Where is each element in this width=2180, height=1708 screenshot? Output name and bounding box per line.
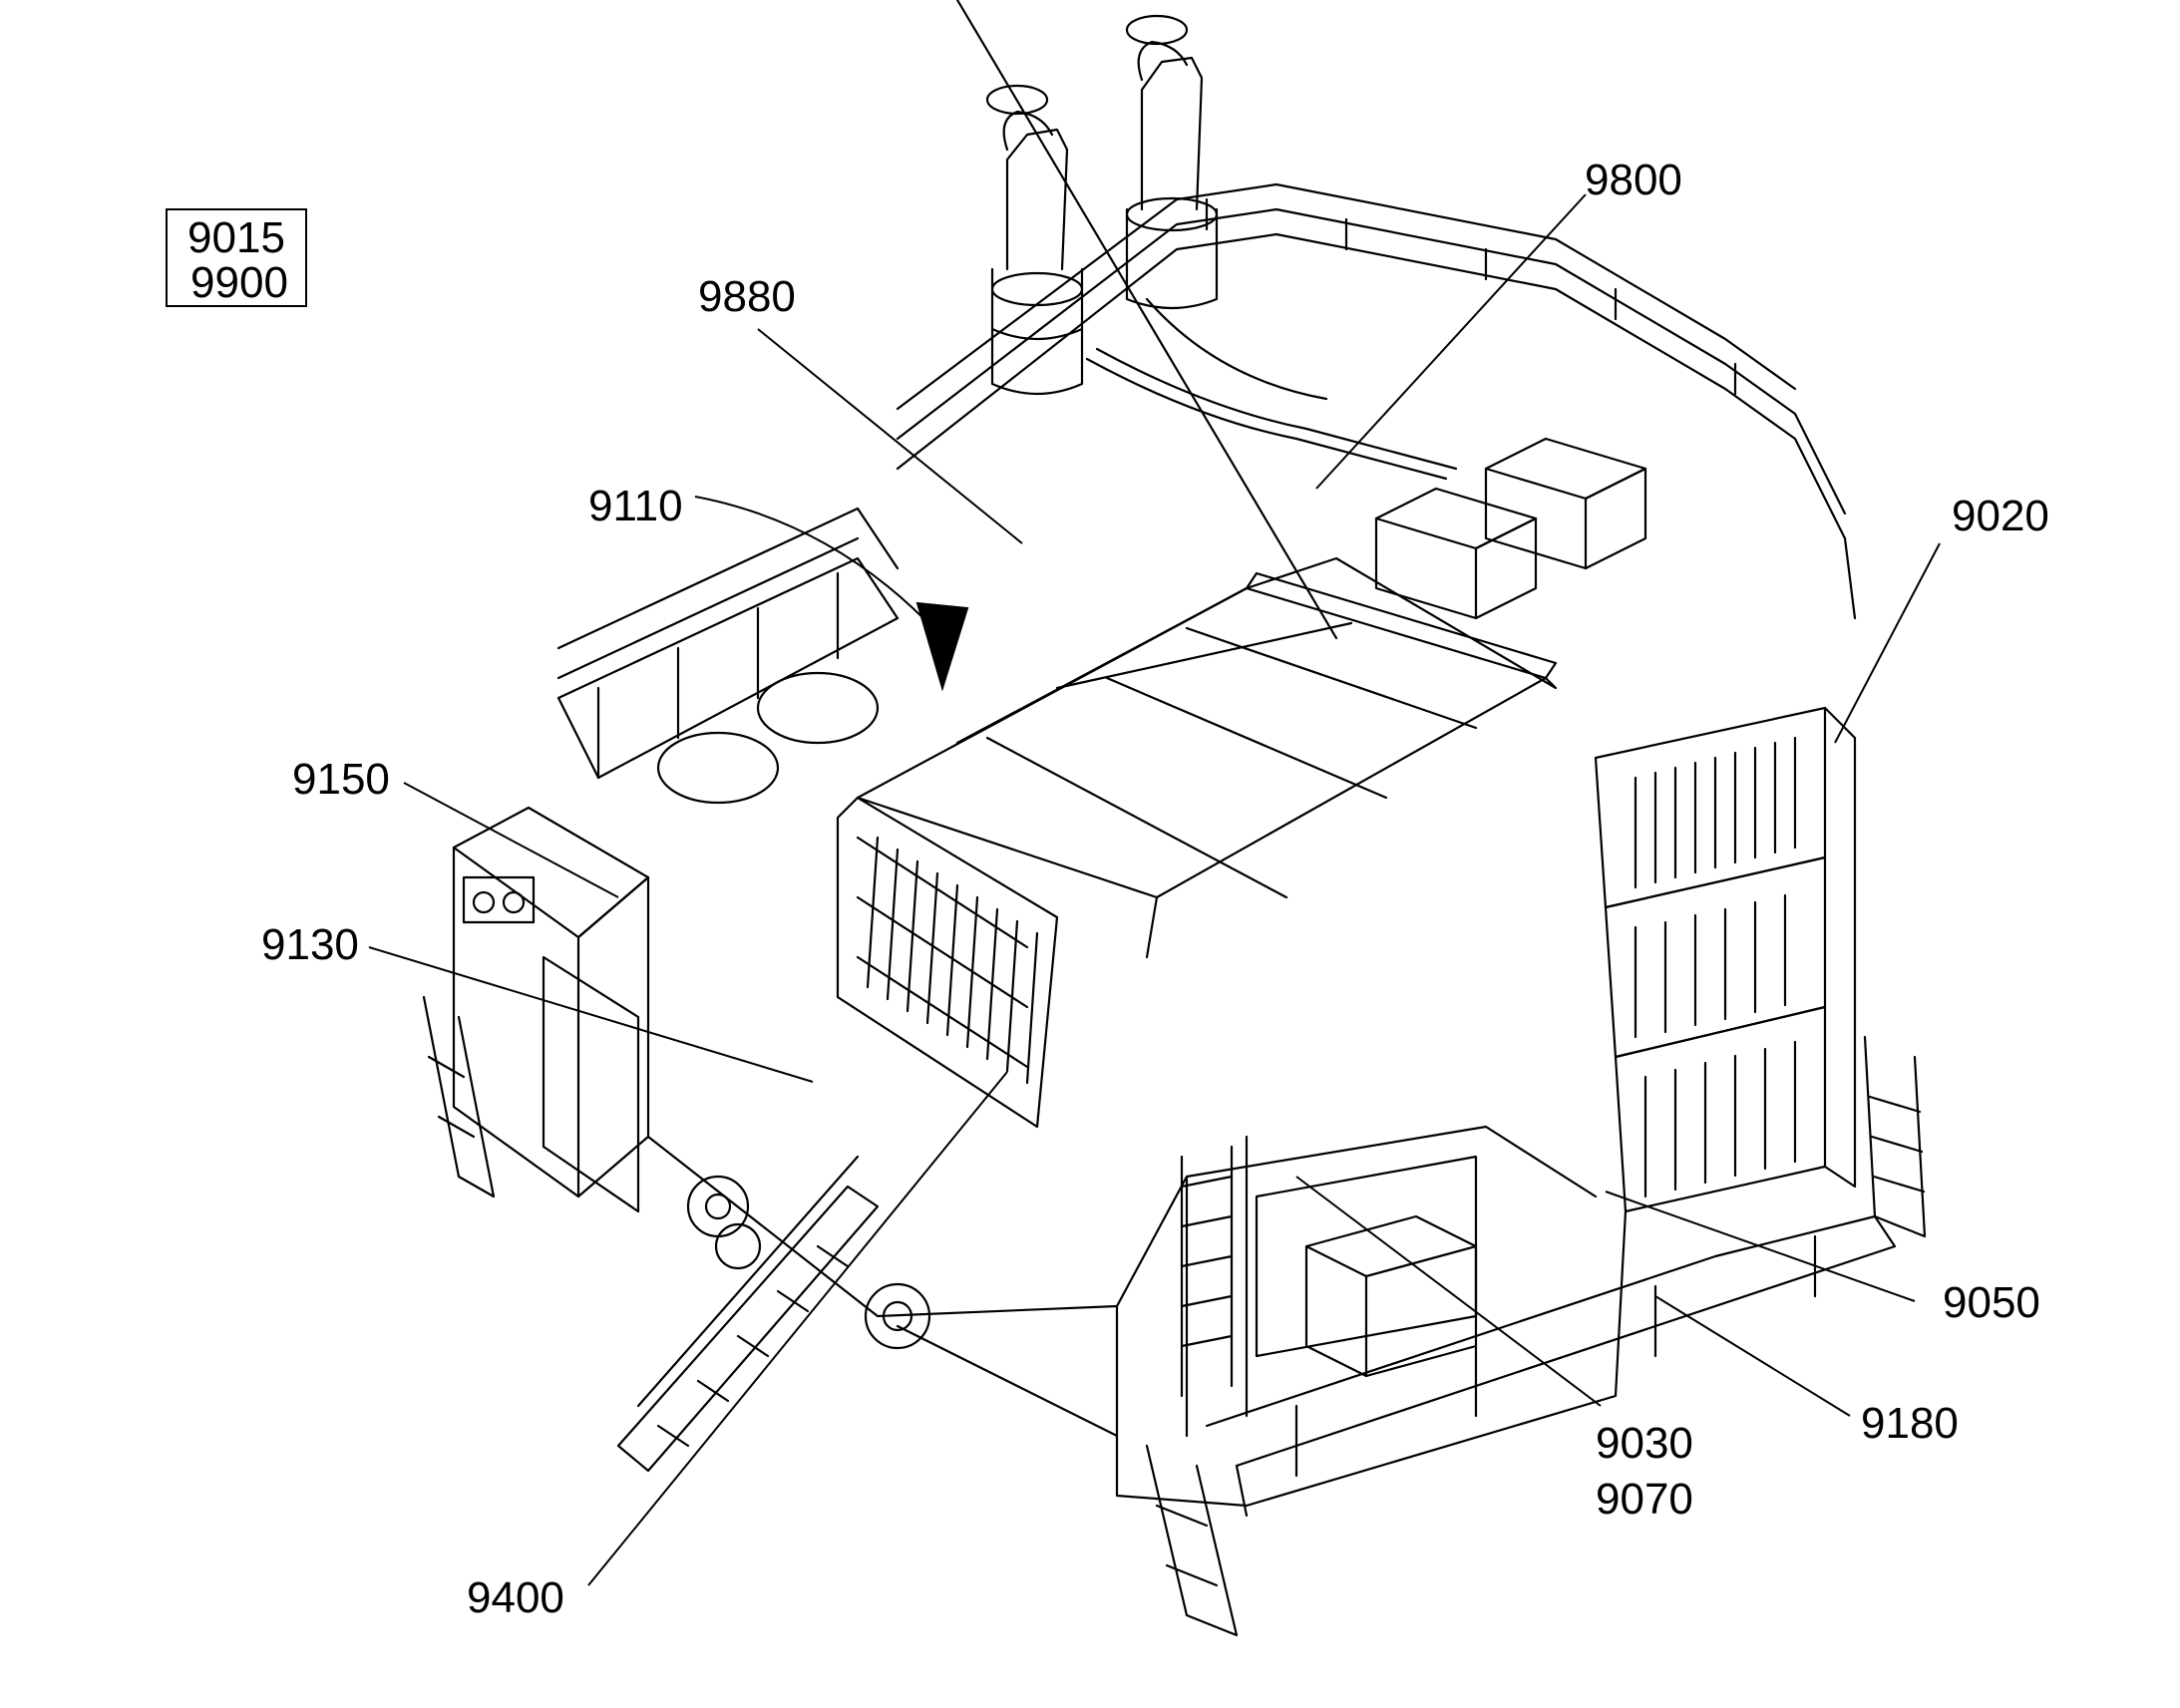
leader-9180 — [1654, 1295, 1851, 1417]
roof-panels — [856, 0, 1558, 959]
callout-9180: 9180 — [1861, 1399, 1959, 1448]
lower-chassis — [646, 1035, 1927, 1518]
callout-9150: 9150 — [292, 755, 390, 804]
reference-line-1: 9015 — [187, 213, 285, 262]
reference-box-frame — [166, 208, 307, 307]
callout-9800: 9800 — [1585, 156, 1682, 204]
radiator-grill — [836, 796, 1059, 1129]
callout-9050: 9050 — [1943, 1278, 2040, 1327]
machine-illustration — [422, 0, 1927, 1637]
left-deck — [452, 507, 900, 1213]
callout-9070: 9070 — [1596, 1475, 1693, 1524]
leader-9110 — [694, 496, 943, 639]
leader-9130 — [368, 946, 814, 1083]
callout-9130: 9130 — [261, 920, 359, 969]
callout-9400: 9400 — [467, 1573, 564, 1622]
callout-9880: 9880 — [698, 272, 796, 321]
leader-9150 — [403, 782, 619, 898]
lower-wheels — [686, 1175, 931, 1350]
callout-9110: 9110 — [588, 482, 683, 530]
exhaust-stacks — [985, 14, 1219, 396]
callout-9030: 9030 — [1596, 1419, 1693, 1468]
leader-9110-arrow — [915, 601, 969, 692]
reference-box: 9015 9900 — [166, 208, 307, 307]
left-stairs — [422, 995, 1239, 1637]
reference-line-2: 9900 — [190, 258, 288, 307]
leader-lines — [368, 193, 1941, 1586]
callout-9020: 9020 — [1952, 492, 2049, 540]
callout-labels: 9800 9880 9110 9020 9150 9130 9050 9180 … — [261, 156, 2049, 1622]
leader-9020 — [1834, 542, 1941, 744]
side-vent-panels — [1594, 706, 1857, 1213]
upper-deck-railing — [896, 182, 1857, 620]
leader-9050 — [1605, 1191, 1916, 1302]
leader-9800 — [1315, 193, 1587, 490]
leader-9030 — [1295, 1176, 1602, 1407]
leader-9400 — [587, 1071, 1008, 1586]
leader-9880 — [757, 328, 1023, 544]
